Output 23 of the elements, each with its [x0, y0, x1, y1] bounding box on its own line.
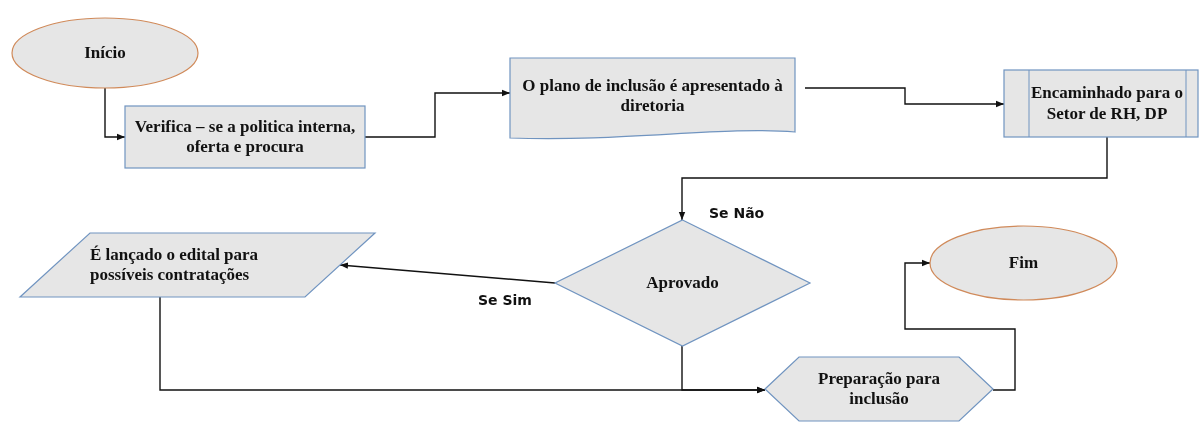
node-text: O plano de inclusão é apresentado à diretoria — [521, 74, 784, 117]
node-text: Encaminhado para o Setor de RH, DP — [1030, 82, 1184, 125]
preparation-hexagon — [765, 357, 993, 421]
node-text: Preparação para inclusão — [817, 367, 941, 410]
connector-arrow — [678, 136, 1108, 221]
predefined-process-box — [1004, 70, 1198, 137]
node-text: É lançado o edital para possíveis contratações — [90, 243, 260, 286]
decision-diamond — [555, 220, 810, 346]
process-box — [125, 106, 365, 168]
node-text: Aprovado — [645, 271, 720, 294]
edge-label: Se Sim — [476, 292, 534, 308]
connector-arrow — [804, 87, 1005, 108]
edge-label: Se Não — [707, 205, 767, 221]
node-text: Verifica – se a politica interna, oferta e procura — [133, 115, 357, 158]
terminator-ellipse — [12, 18, 198, 88]
node-text: Fim — [1007, 251, 1040, 274]
connector-arrow — [104, 87, 126, 141]
connector-arrow — [339, 262, 556, 284]
terminator-ellipse — [930, 226, 1117, 300]
node-text: Início — [83, 41, 127, 64]
connector-arrow — [904, 259, 1016, 391]
data-parallelogram — [20, 233, 375, 297]
connector-arrow — [681, 345, 766, 394]
